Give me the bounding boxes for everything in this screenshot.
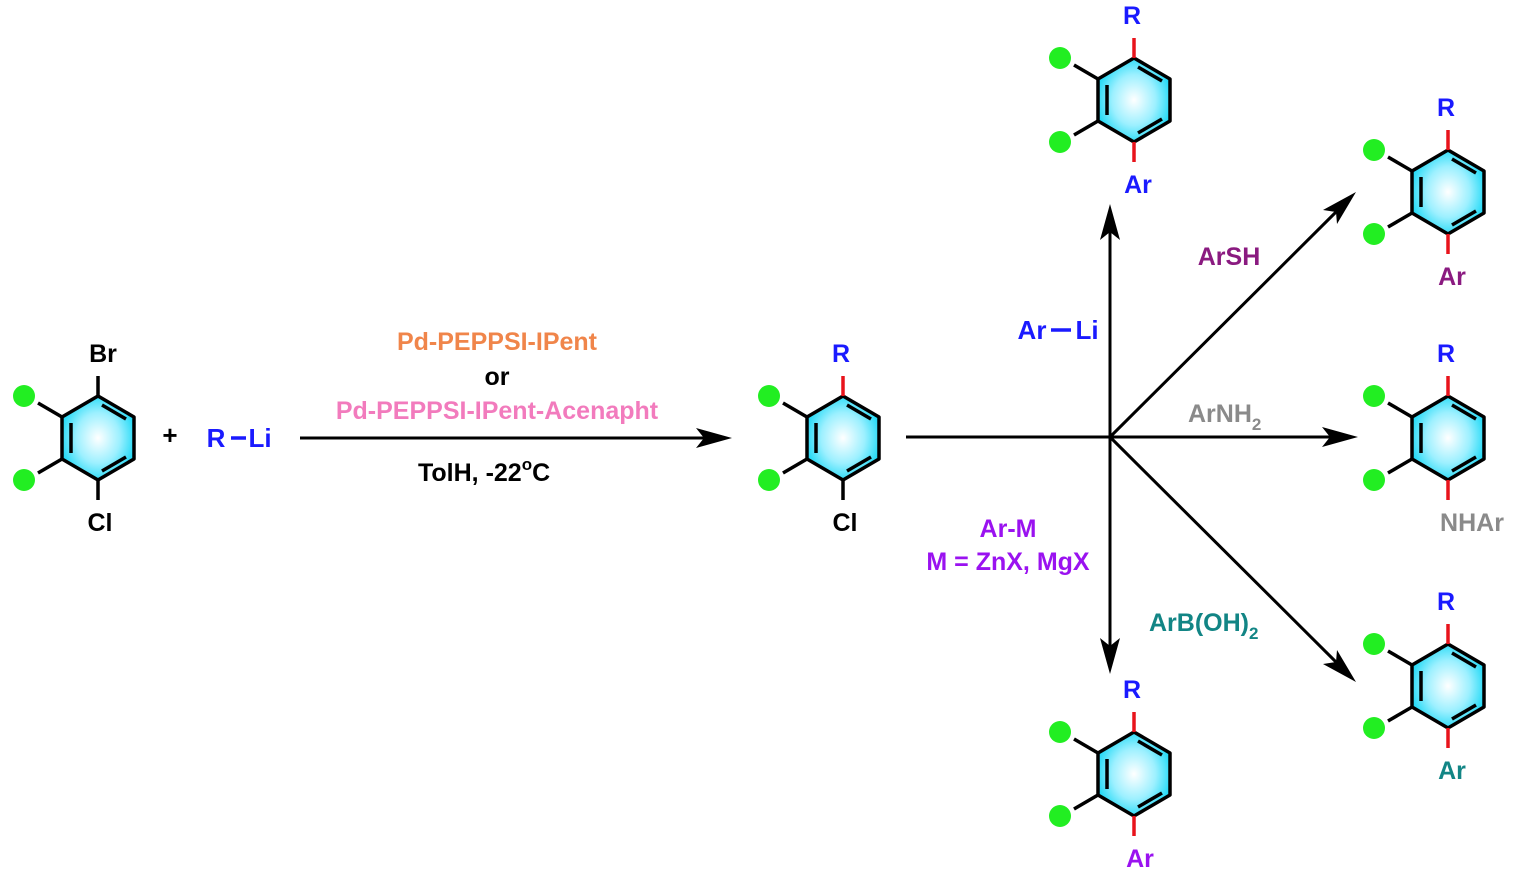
reagent-arm: Ar-M <box>980 515 1037 543</box>
or-label: or <box>485 363 510 391</box>
substituent-dot <box>1049 131 1071 153</box>
benzene-ring <box>1410 148 1486 236</box>
catalyst-2: Pd-PEPPSI-IPent-Acenapht <box>336 397 659 425</box>
nhar-label: NHAr <box>1440 509 1504 537</box>
solvent-temperature: TolH, -22oC <box>418 455 550 487</box>
substituent-dot <box>1363 139 1385 161</box>
substituent-dot <box>758 469 780 491</box>
product-right: R NHAr <box>1363 340 1504 537</box>
substituent-dot <box>1363 223 1385 245</box>
svg-text:Ar: Ar <box>1018 315 1047 345</box>
organolithium-reagent: R Li <box>207 423 272 453</box>
reagent-arnh2: ArNH2 <box>1188 400 1261 434</box>
svg-text:R: R <box>207 423 226 453</box>
reagent-arm-definition: M = ZnX, MgX <box>926 548 1090 576</box>
svg-text:Li: Li <box>1075 315 1098 345</box>
substituent-dot <box>1049 805 1071 827</box>
product-upper-right: R Ar <box>1363 94 1486 291</box>
r-label: R <box>1123 2 1141 30</box>
substituent-dot <box>13 469 35 491</box>
substituent-dot <box>758 385 780 407</box>
substituent-dot <box>1363 385 1385 407</box>
benzene-ring <box>1096 56 1172 144</box>
reagent-arboh2: ArB(OH)2 <box>1149 609 1258 643</box>
r-label: R <box>1123 676 1141 704</box>
substituent-dot <box>1049 721 1071 743</box>
intermediate: R Cl <box>758 340 881 537</box>
plus-sign: + <box>162 420 177 450</box>
product-lower-right: R Ar <box>1363 588 1486 785</box>
substituent-dot <box>1049 47 1071 69</box>
starting-material: Br Cl <box>13 340 136 537</box>
r-label: R <box>1437 340 1455 368</box>
catalyst-1: Pd-PEPPSI-IPent <box>397 328 598 356</box>
r-label: R <box>1437 588 1455 616</box>
bromo-label: Br <box>89 340 117 368</box>
r-label: R <box>832 340 850 368</box>
substituent-dot <box>1363 717 1385 739</box>
benzene-ring <box>60 394 136 482</box>
substituent-dot <box>1363 633 1385 655</box>
aryl-label: Ar <box>1124 171 1152 199</box>
chloro-label: Cl <box>88 509 113 537</box>
product-top: R Ar <box>1049 2 1172 199</box>
benzene-ring <box>805 394 881 482</box>
product-bottom: R Ar <box>1049 676 1172 873</box>
reaction-arrow <box>300 428 732 448</box>
substituent-dot <box>13 385 35 407</box>
aryl-label: Ar <box>1438 263 1466 291</box>
reagent-arli: Ar Li <box>1018 315 1099 345</box>
divergent-arrows <box>906 192 1358 682</box>
benzene-ring <box>1410 394 1486 482</box>
aryl-label: Ar <box>1438 757 1466 785</box>
chloro-label: Cl <box>833 509 858 537</box>
svg-text:Li: Li <box>248 423 271 453</box>
reagent-arsh: ArSH <box>1198 243 1261 271</box>
aryl-label: Ar <box>1126 845 1154 873</box>
benzene-ring <box>1410 642 1486 730</box>
benzene-ring <box>1096 730 1172 818</box>
r-label: R <box>1437 94 1455 122</box>
substituent-dot <box>1363 469 1385 491</box>
